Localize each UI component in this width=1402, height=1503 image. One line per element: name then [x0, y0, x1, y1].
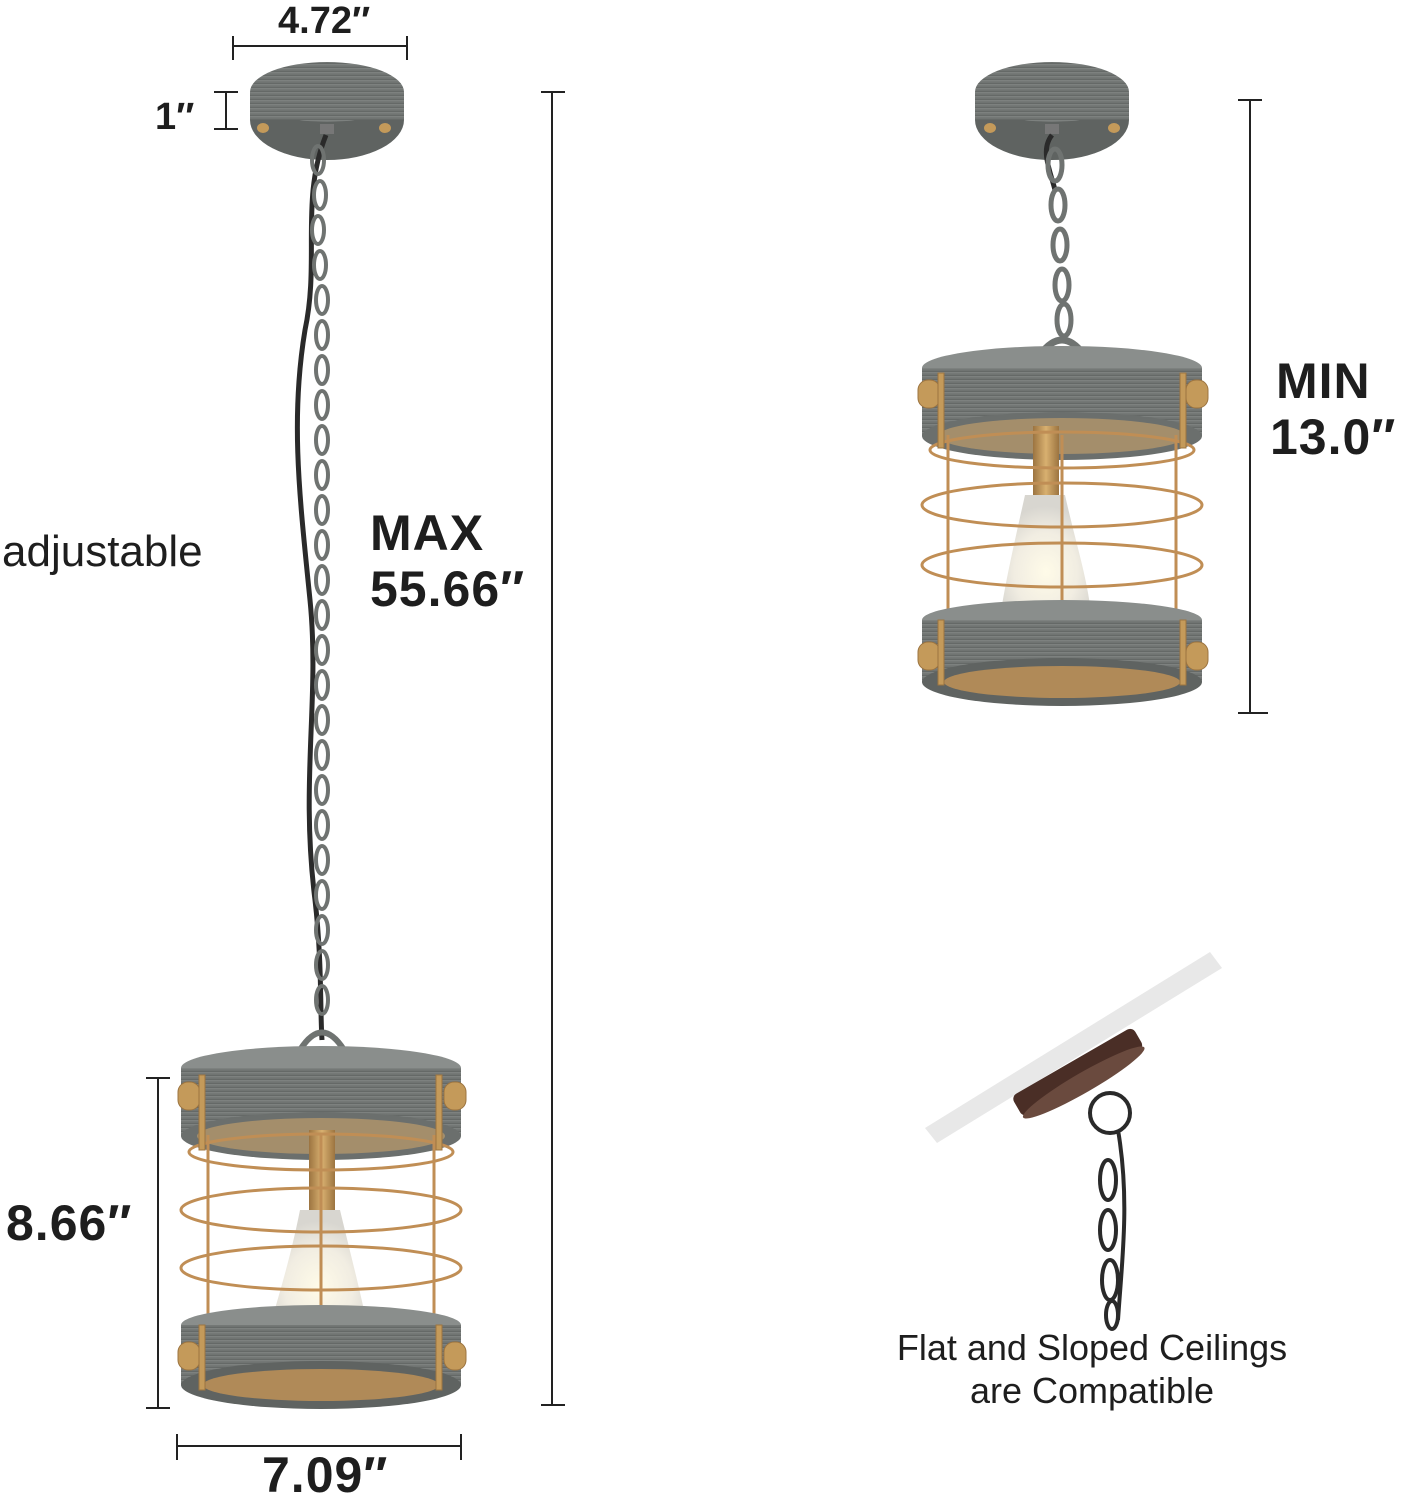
shade-width-dimension-line	[176, 1434, 462, 1460]
dimension-tick	[232, 36, 234, 60]
canopy-width-label: 4.72″	[278, 0, 371, 42]
canopy-icon	[250, 62, 404, 160]
dimension-tick	[406, 36, 408, 60]
min-label: MIN	[1276, 353, 1371, 409]
caption-line-1: Flat and Sloped Ceilings	[896, 1327, 1288, 1368]
chain-icon	[1088, 1091, 1132, 1331]
ceiling-compatibility-caption: Flat and Sloped Ceilings are Compatible	[862, 1326, 1322, 1412]
min-height-dimension-line	[1238, 99, 1268, 714]
canopy-height-dimension-line	[225, 91, 227, 129]
canopy-icon	[975, 62, 1129, 160]
canopy-icon	[1013, 1028, 1145, 1119]
left-lamp-shade	[177, 1046, 467, 1409]
sloped-ceiling-plane	[925, 952, 1222, 1143]
max-value: 55.66″	[370, 561, 526, 617]
max-height-dimension-line	[541, 91, 565, 1406]
canopy-height-label: 1″	[155, 96, 195, 138]
min-value: 13.0″	[1270, 409, 1397, 465]
adjustable-label: adjustable	[2, 527, 203, 576]
caption-line-2: are Compatible	[969, 1370, 1215, 1412]
max-label: MAX	[370, 505, 485, 561]
shade-width-label: 7.09″	[262, 1447, 389, 1503]
chain-icon	[297, 144, 347, 1052]
shade-height-label: 8.66″	[6, 1195, 133, 1251]
right-lamp-shade	[917, 346, 1209, 706]
shade-height-dimension-line	[146, 1077, 170, 1409]
dimension-tick	[214, 128, 238, 130]
canopy-width-dimension-line	[232, 45, 408, 47]
